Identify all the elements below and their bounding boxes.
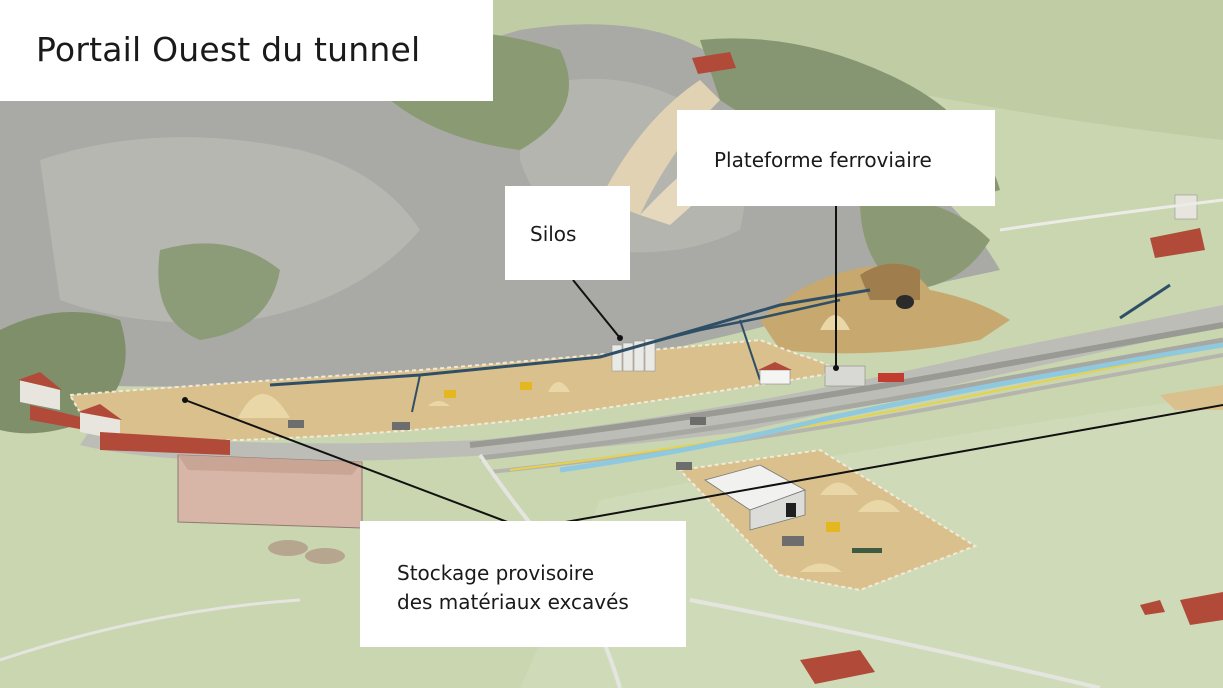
truck-icon-4	[690, 417, 706, 425]
platform-building	[759, 369, 791, 385]
silos-group	[611, 338, 656, 372]
portal-earthworks	[760, 266, 1010, 354]
river	[559, 342, 1223, 473]
truck-icon-2	[288, 420, 304, 428]
spoil-heap-3	[428, 401, 450, 406]
truck-icon	[782, 536, 804, 546]
forest-patch	[158, 243, 280, 340]
title-panel: Portail Ouest du tunnel	[0, 0, 493, 101]
silos-leader-dot	[617, 335, 623, 341]
storage-fence	[677, 448, 978, 592]
conveyor-leg-2	[739, 319, 761, 381]
storage-leader-line-right	[559, 404, 1223, 524]
shed-east	[1140, 600, 1165, 615]
page-title: Portail Ouest du tunnel	[36, 30, 421, 69]
truck-icon-3	[392, 422, 410, 430]
houses-east	[1150, 228, 1205, 258]
loading-structure	[824, 365, 866, 387]
silos-label: Silos	[530, 222, 577, 246]
conveyor-main	[269, 288, 871, 387]
village-left	[18, 372, 230, 455]
tunnel-hill	[860, 263, 920, 300]
platform-building-roof	[758, 362, 792, 370]
conveyor-upper	[659, 298, 841, 342]
basin-1	[268, 540, 308, 556]
road-southwest	[0, 598, 301, 662]
warehouse-roof-edge	[178, 455, 362, 475]
loader-icon	[826, 522, 840, 532]
farmhouse-east	[1180, 592, 1223, 625]
conveyor-leg	[411, 374, 421, 413]
storage-leader-dot-left	[182, 397, 188, 403]
tunnel-portal	[896, 295, 914, 309]
rail-platform-leader-dot	[833, 365, 839, 371]
railway-track-1	[469, 322, 1223, 448]
spoil-heap-1	[238, 394, 290, 418]
storage-leader-line-left	[184, 399, 511, 524]
storage-heap-1	[820, 482, 858, 495]
storage-hall-wall	[749, 489, 806, 531]
storage-hall-door	[786, 503, 796, 517]
storage-label: Stockage provisoire des matériaux excavé…	[397, 559, 677, 617]
conveyor-east	[1119, 283, 1171, 320]
rail-platform-label: Plateforme ferroviaire	[714, 148, 932, 172]
truck-icon-5	[676, 462, 692, 470]
road-farmland	[689, 598, 1101, 688]
road-east	[999, 198, 1223, 232]
storage-label-line1: Stockage provisoire	[397, 561, 595, 585]
storage-heap-3	[800, 563, 842, 572]
crusher-icon	[852, 548, 882, 553]
loader-icon-2	[520, 382, 532, 390]
rock-face-left	[40, 137, 420, 323]
farmhouse-top	[692, 52, 736, 74]
silos-callout: Silos	[505, 186, 630, 280]
railway-track-2	[479, 337, 1223, 461]
locomotive-icon	[878, 373, 904, 382]
excavator-icon	[444, 390, 456, 398]
storage-label-line2: des matériaux excavés	[397, 590, 629, 614]
rail-platform-callout: Plateforme ferroviaire	[677, 110, 995, 206]
basin-2	[305, 548, 345, 564]
spoil-heap-2	[548, 382, 570, 392]
silos-leader-line	[572, 279, 621, 339]
storage-area-east	[1160, 385, 1223, 410]
farmhouse-roof	[800, 650, 875, 684]
storage-callout: Stockage provisoire des matériaux excavé…	[360, 521, 686, 647]
storage-heap-2	[858, 500, 900, 512]
